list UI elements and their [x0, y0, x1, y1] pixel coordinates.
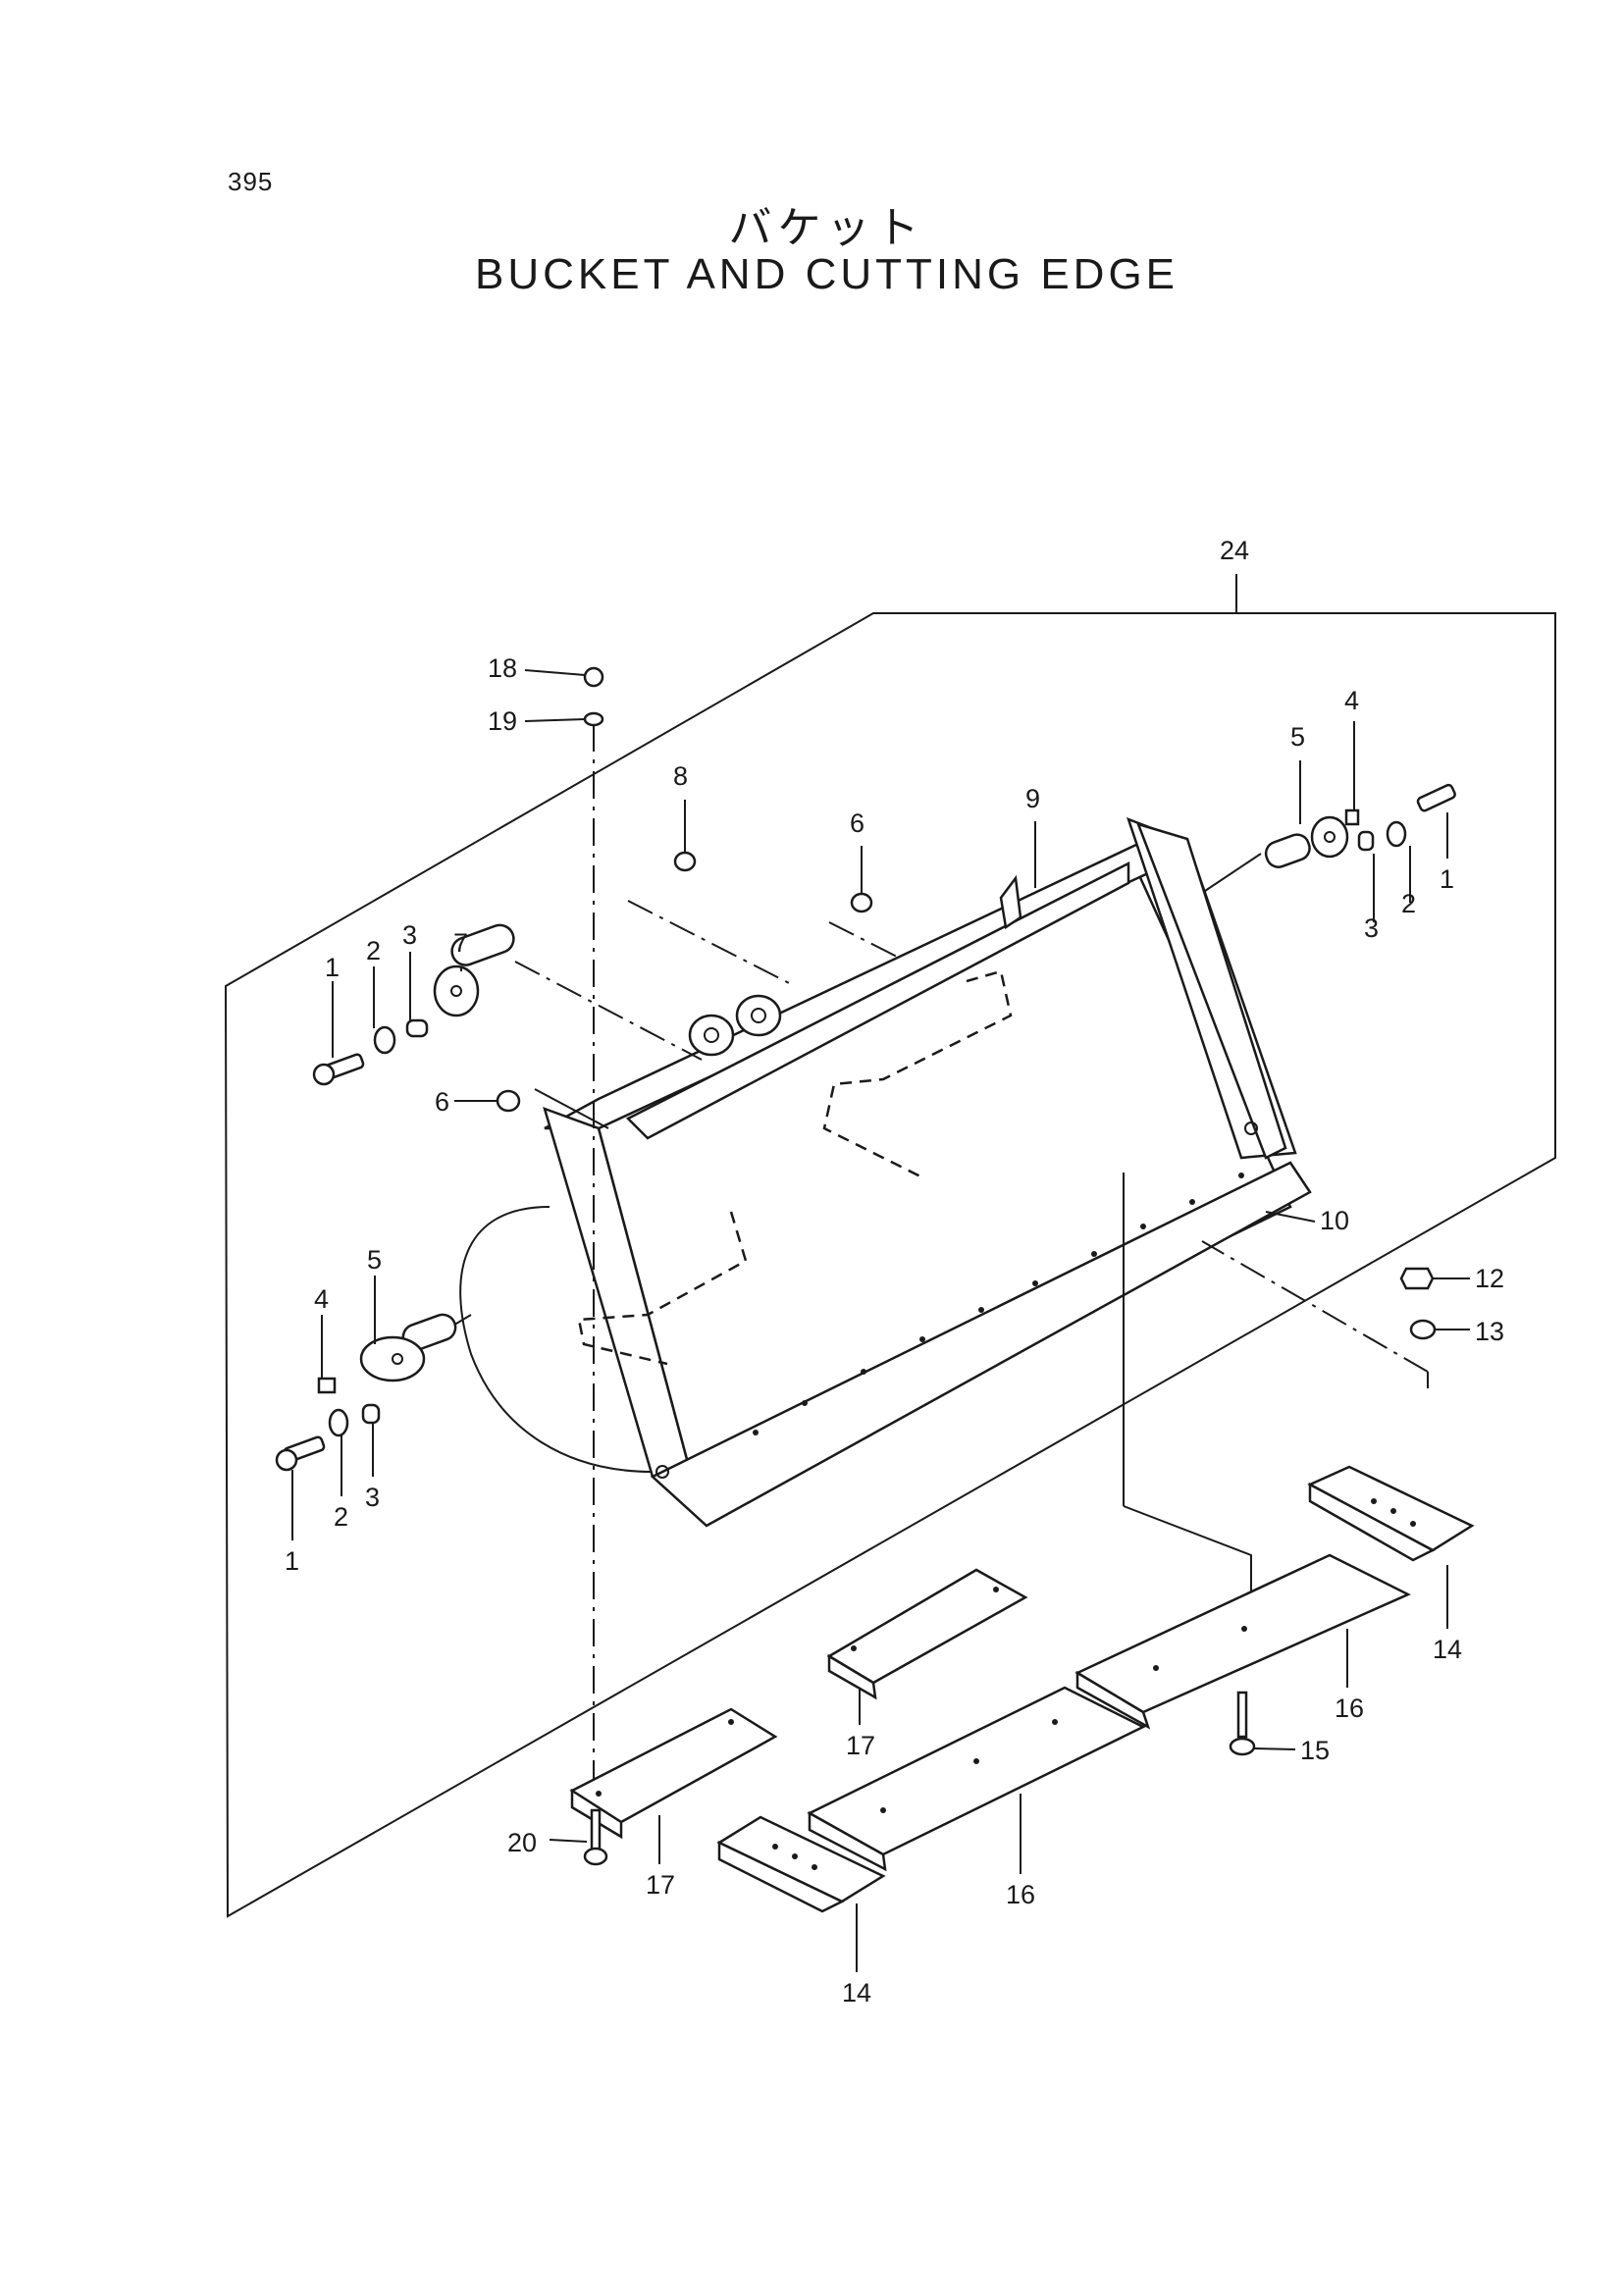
callout-6-lower: 6	[435, 1087, 449, 1117]
title-english: BUCKET AND CUTTING EDGE	[474, 250, 1179, 298]
title-japanese: バケット	[728, 203, 925, 253]
callout-2-right: 2	[1401, 889, 1416, 918]
callout-3-upper-left: 3	[402, 920, 417, 950]
nut-18	[583, 666, 604, 688]
bucket-body	[459, 816, 1312, 1528]
washer-6a	[850, 892, 873, 913]
callout-1-upper-left: 1	[325, 953, 340, 982]
callout-24: 24	[1220, 536, 1249, 565]
callout-9: 9	[1025, 784, 1040, 813]
washer-6b	[496, 1089, 521, 1113]
right-pin-assembly	[1264, 721, 1456, 922]
callout-19: 19	[488, 706, 517, 736]
chain-line-8	[627, 900, 796, 987]
callout-18: 18	[488, 653, 517, 683]
callout-20: 20	[507, 1828, 537, 1857]
chain-line-6b	[534, 1088, 609, 1129]
callout-7: 7	[453, 928, 468, 958]
assembly-boundary	[224, 612, 1556, 1918]
washer-19	[583, 711, 604, 727]
cutting-edge-parts	[549, 1465, 1475, 1972]
nut-12	[1399, 1267, 1435, 1290]
washer-13	[1409, 1319, 1437, 1340]
callout-10: 10	[1320, 1206, 1349, 1235]
chain-line-6a	[828, 921, 904, 961]
callout-5-left: 5	[367, 1245, 382, 1275]
callout-14-lower: 14	[842, 1978, 871, 2007]
callout-17-upper: 17	[846, 1731, 875, 1760]
callout-1-lower-left: 1	[285, 1546, 299, 1576]
callout-2-lower-left: 2	[334, 1502, 348, 1532]
callout-8: 8	[673, 761, 688, 791]
callout-16-lower: 16	[1006, 1880, 1035, 1909]
callout-4-right: 4	[1344, 686, 1359, 715]
chain-line-5a	[1204, 853, 1262, 892]
callout-16-right: 16	[1335, 1694, 1364, 1723]
left-lower-pin-assembly	[275, 1276, 457, 1540]
left-upper-pin-assembly	[312, 923, 515, 1086]
callout-14-right: 14	[1433, 1635, 1462, 1664]
callout-15: 15	[1300, 1736, 1330, 1765]
callout-3-lower-left: 3	[365, 1483, 380, 1512]
callout-17-lower: 17	[646, 1870, 675, 1900]
chain-line-7	[514, 961, 703, 1061]
callout-13: 13	[1475, 1317, 1504, 1346]
washer-8	[673, 851, 697, 872]
callout-6-upper: 6	[850, 808, 864, 838]
callout-5-right: 5	[1290, 722, 1305, 752]
callout-4-left: 4	[314, 1284, 329, 1314]
callout-3-right: 3	[1364, 913, 1379, 943]
callout-12: 12	[1475, 1264, 1504, 1293]
chain-line-13	[1201, 1240, 1429, 1373]
callout-2-upper-left: 2	[366, 936, 381, 965]
chain-line-15b	[1123, 1505, 1252, 1609]
callout-1-right: 1	[1440, 864, 1454, 894]
page-number: 395	[228, 167, 274, 196]
